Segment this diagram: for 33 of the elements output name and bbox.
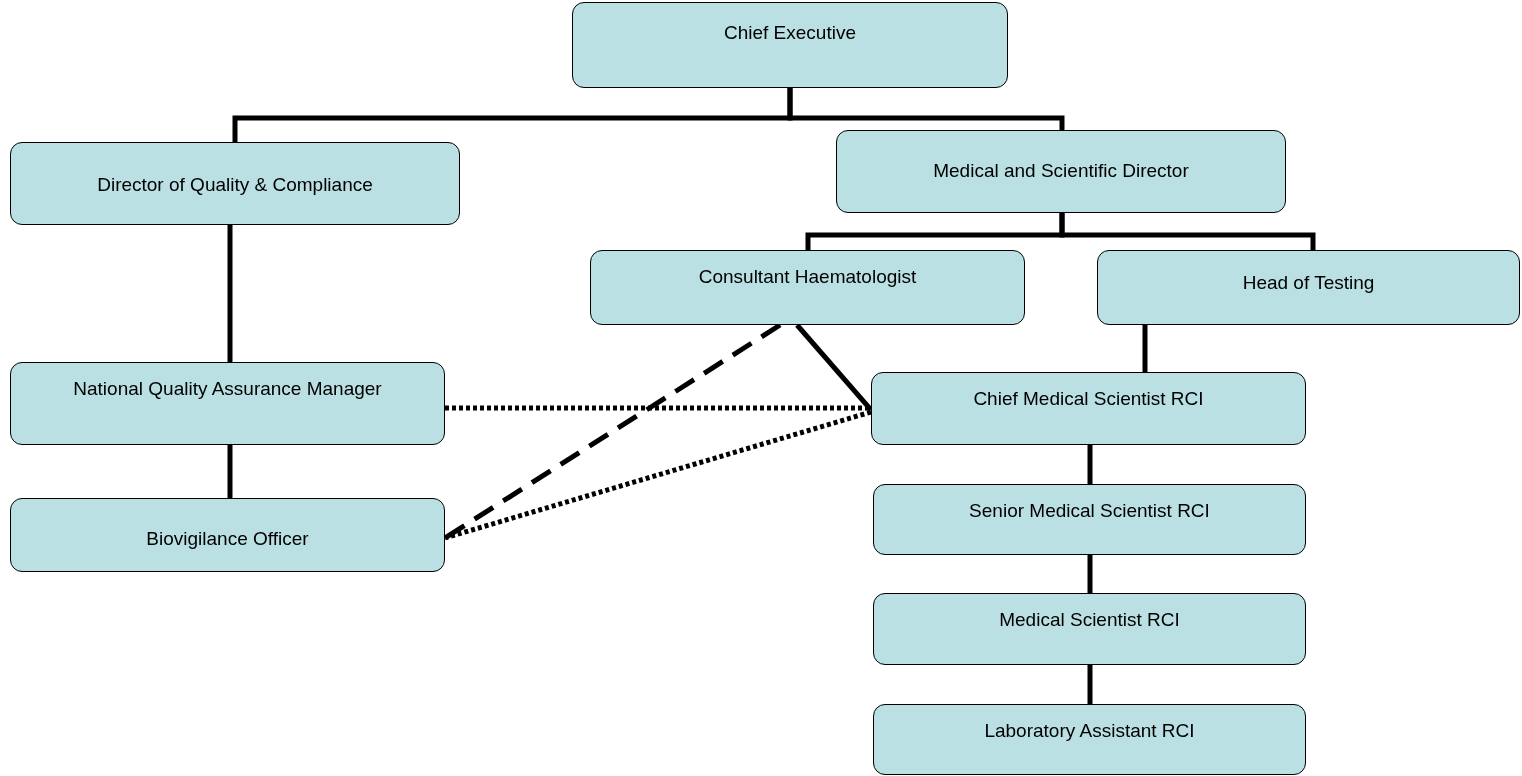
- job-title: Chief Medical Scientist RCI: [973, 387, 1204, 410]
- org-chart-box: [10, 498, 445, 572]
- org-chart-box: [871, 372, 1306, 445]
- org-chart-box: [590, 250, 1025, 325]
- connector-line: [1087, 665, 1093, 704]
- dotted-line: [445, 405, 871, 411]
- org-chart-box: [836, 130, 1286, 213]
- connector-line: [227, 225, 233, 362]
- org-chart-box: [1097, 250, 1520, 325]
- connector-line: [1142, 325, 1148, 372]
- org-chart-box: [572, 2, 1008, 88]
- job-title: Consultant Haematologist: [698, 265, 917, 288]
- job-title: Head of Testing: [1242, 271, 1375, 294]
- job-title: Biovigilance Officer: [146, 527, 309, 550]
- connector-line: [1059, 213, 1316, 250]
- org-chart-box: [873, 593, 1306, 665]
- org-chart-box: [873, 704, 1306, 775]
- org-chart-box: [873, 484, 1306, 555]
- job-title: Senior Medical Scientist RCI: [969, 499, 1210, 522]
- connector-line: [227, 445, 233, 498]
- connector-line: [1087, 445, 1093, 484]
- connector-line: [787, 88, 1065, 130]
- job-title: Laboratory Assistant RCI: [984, 719, 1195, 742]
- job-title: Medical Scientist RCI: [999, 608, 1180, 631]
- org-chart-box: [10, 142, 460, 225]
- connector-line: [795, 323, 873, 412]
- org-chart-box: [10, 362, 445, 445]
- job-title: Medical and Scientific Director: [933, 159, 1189, 182]
- dotted-line: [444, 409, 872, 541]
- job-title: Chief Executive: [724, 21, 856, 44]
- connector-line: [1087, 555, 1093, 593]
- job-title: National Quality Assurance Manager: [73, 377, 382, 400]
- job-title: Director of Quality & Compliance: [97, 173, 373, 196]
